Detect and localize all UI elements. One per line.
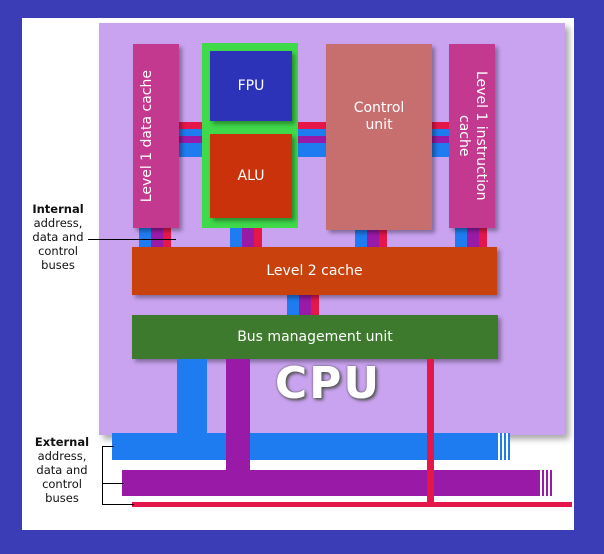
external-address-bus-end xyxy=(496,433,510,460)
alu-block: ALU xyxy=(210,134,292,218)
conn-ctrl-blue xyxy=(355,230,367,247)
external-bracket-bottom xyxy=(102,504,134,505)
internal-bus-red-top xyxy=(179,122,451,129)
internal-buses-label: Internal address, data and control buses xyxy=(26,202,90,272)
control-unit: Control unit xyxy=(326,44,432,230)
external-address-bus xyxy=(112,433,507,460)
level1-instruction-cache: Level 1 instruction cache xyxy=(449,44,495,228)
diagram-canvas: Level 1 data cache FPU ALU Control unit … xyxy=(22,18,574,530)
external-label-title: External xyxy=(34,435,90,449)
external-bus-red-vertical xyxy=(427,359,434,507)
internal-bus-purple-mid xyxy=(179,136,451,143)
conn-l1i-purple xyxy=(467,228,479,247)
bus-management-unit: Bus management unit xyxy=(132,315,498,359)
external-data-bus-end xyxy=(538,470,552,496)
conn-l1i-red xyxy=(479,228,487,247)
internal-bus-blue-top xyxy=(179,129,451,136)
conn-l2-bmu-blue xyxy=(287,295,299,315)
conn-ctrl-purple xyxy=(367,230,379,247)
level2-cache: Level 2 cache xyxy=(132,247,497,295)
internal-label-text: address, data and control buses xyxy=(32,216,84,272)
conn-l1d-purple xyxy=(151,228,163,247)
conn-l1i-blue xyxy=(455,228,467,247)
conn-l1d-red xyxy=(163,228,171,247)
external-buses-label: External address, data and control buses xyxy=(26,435,98,505)
conn-l2-bmu-red xyxy=(311,295,319,315)
external-bracket-vertical xyxy=(102,446,103,505)
conn-alu-blue xyxy=(230,228,242,247)
external-label-text: address, data and control buses xyxy=(36,449,88,505)
conn-alu-red xyxy=(254,228,262,247)
external-bracket-middle xyxy=(102,483,124,484)
external-bus-purple-vertical xyxy=(226,359,250,472)
external-bracket-top xyxy=(102,446,114,447)
level1-data-cache: Level 1 data cache xyxy=(133,44,179,228)
cpu-label: CPU xyxy=(274,358,382,409)
conn-l2-bmu-purple xyxy=(299,295,311,315)
fpu-block: FPU xyxy=(210,51,292,121)
external-control-bus xyxy=(132,502,572,507)
conn-ctrl-red xyxy=(379,230,387,247)
conn-l1d-blue xyxy=(139,228,151,247)
external-data-bus xyxy=(122,470,542,496)
conn-alu-purple xyxy=(242,228,254,247)
internal-label-title: Internal xyxy=(32,202,84,216)
internal-label-leader xyxy=(88,239,176,240)
